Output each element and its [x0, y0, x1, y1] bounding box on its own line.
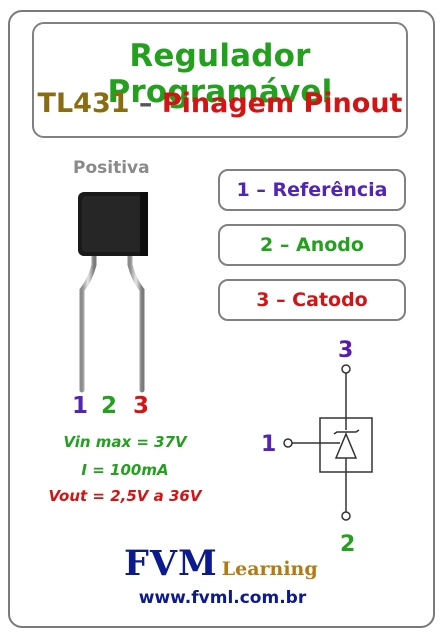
symbol-label-reference: 1 — [261, 432, 277, 457]
cathode-terminal — [341, 364, 351, 374]
pin-number-1: 1 — [72, 393, 89, 419]
lead-1 — [79, 247, 97, 393]
spec-vin-max: Vin max = 37V — [63, 433, 187, 451]
zener-bar — [333, 429, 360, 435]
website-link[interactable]: www.fvml.com.br — [138, 588, 307, 608]
part-number: TL431 — [37, 88, 130, 119]
package-label: Positiva — [73, 158, 150, 178]
lead-3 — [127, 247, 145, 393]
pin-box-reference: 1 – Referência — [218, 169, 406, 211]
pin-number-3: 3 — [133, 393, 150, 419]
reference-terminal — [283, 438, 293, 448]
title-dash: – — [129, 88, 162, 119]
subtitle-text: Pinagem Pinout — [161, 88, 403, 119]
pin-box-cathode: 3 – Catodo — [218, 279, 406, 321]
spec-vout: Vout = 2,5V a 36V — [48, 487, 202, 505]
title-box: Regulador Programável TL431 – Pinagem Pi… — [32, 22, 408, 138]
tl431-schematic-symbol — [283, 364, 373, 521]
pin-number-2: 2 — [101, 393, 118, 419]
to92-package-illustration — [78, 192, 148, 393]
spec-current: I = 100mA — [81, 461, 169, 479]
brand-suffix: Learning — [221, 558, 318, 580]
pin-box-anode: 2 – Anodo — [218, 224, 406, 266]
symbol-label-anode: 2 — [340, 532, 356, 557]
symbol-label-cathode: 3 — [338, 338, 354, 363]
anode-terminal — [341, 511, 351, 521]
outer-frame — [8, 10, 435, 628]
subtitle-line: TL431 – Pinagem Pinout — [34, 88, 406, 119]
title-text: Regulador Programável — [107, 38, 333, 110]
brand-name: FVM — [124, 543, 218, 584]
diode-triangle — [334, 432, 358, 459]
